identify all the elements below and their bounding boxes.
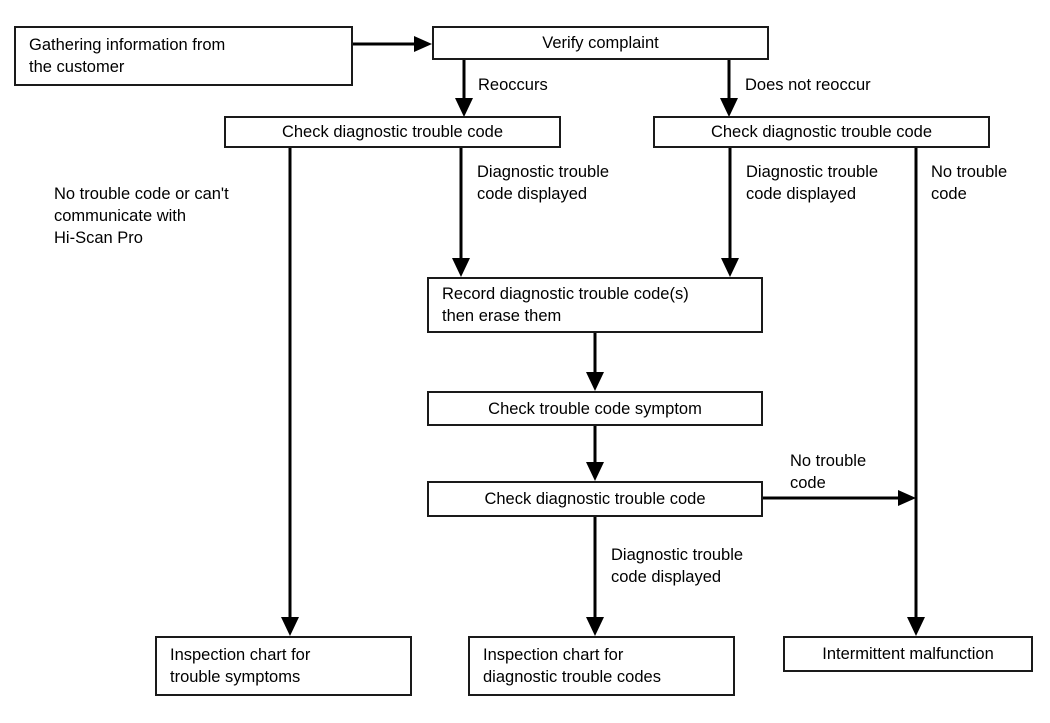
edge-check-left-to-inspection-symptoms (281, 148, 299, 636)
node-check-dtc-left[interactable]: Check diagnostic trouble code (224, 116, 561, 148)
node-intermittent-malfunction[interactable]: Intermittent malfunction (783, 636, 1033, 672)
node-verify-complaint[interactable]: Verify complaint (432, 26, 769, 60)
edge-label-no-code-or-cant-communicate: No trouble code or can't communicate wit… (54, 185, 229, 247)
edge-label-no-trouble-code-top-right: No trouble code (931, 163, 1008, 203)
node-record-dtc[interactable]: Record diagnostic trouble code(s) then e… (427, 277, 763, 333)
node-inspection-codes[interactable]: Inspection chart for diagnostic trouble … (468, 636, 735, 696)
edge-label-does-not-reoccur: Does not reoccur (745, 76, 871, 94)
edge-verify-to-check-left (455, 60, 473, 117)
edge-check-mid-to-intermittent (763, 490, 916, 506)
node-check-dtc-mid[interactable]: Check diagnostic trouble code (427, 481, 763, 517)
edge-label-dtc-displayed-right: Diagnostic trouble code displayed (746, 163, 879, 203)
edge-symptom-to-check-mid (586, 426, 604, 481)
node-check-dtc-right[interactable]: Check diagnostic trouble code (653, 116, 990, 148)
edge-record-to-symptom (586, 333, 604, 391)
node-inspection-symptoms[interactable]: Inspection chart for trouble symptoms (155, 636, 412, 696)
edge-check-left-to-record (452, 148, 470, 277)
edge-gathering-to-verify (353, 36, 432, 52)
node-verify-complaint-label: Verify complaint (542, 34, 659, 52)
node-check-symptom-label: Check trouble code symptom (488, 399, 702, 418)
node-check-dtc-mid-label: Check diagnostic trouble code (484, 490, 706, 508)
node-gathering-information[interactable]: Gathering information from the customer (14, 26, 353, 86)
node-record-dtc-label: Record diagnostic trouble code(s) then e… (442, 285, 689, 325)
edge-label-dtc-displayed-left: Diagnostic trouble code displayed (477, 163, 610, 203)
edge-label-dtc-displayed-bottom: Diagnostic trouble code displayed (611, 546, 744, 586)
node-intermittent-malfunction-label: Intermittent malfunction (822, 645, 994, 663)
node-check-dtc-left-label: Check diagnostic trouble code (281, 123, 504, 141)
edge-check-right-to-record (721, 148, 739, 277)
edge-label-no-trouble-code-mid-right: No trouble code (790, 452, 867, 492)
node-check-symptom[interactable]: Check trouble code symptom (427, 391, 763, 426)
edge-check-mid-to-inspection-codes (586, 517, 604, 636)
node-check-dtc-right-label: Check diagnostic trouble code (710, 123, 933, 141)
edge-verify-to-check-right (720, 60, 738, 117)
edge-check-right-to-intermittent (907, 148, 925, 636)
node-gathering-information-label: Gathering information from the customer (29, 36, 226, 76)
node-inspection-symptoms-label: Inspection chart for trouble symptoms (170, 646, 311, 686)
edge-label-reoccurs: Reoccurs (478, 76, 548, 94)
node-inspection-codes-label: Inspection chart for diagnostic trouble … (483, 646, 661, 686)
